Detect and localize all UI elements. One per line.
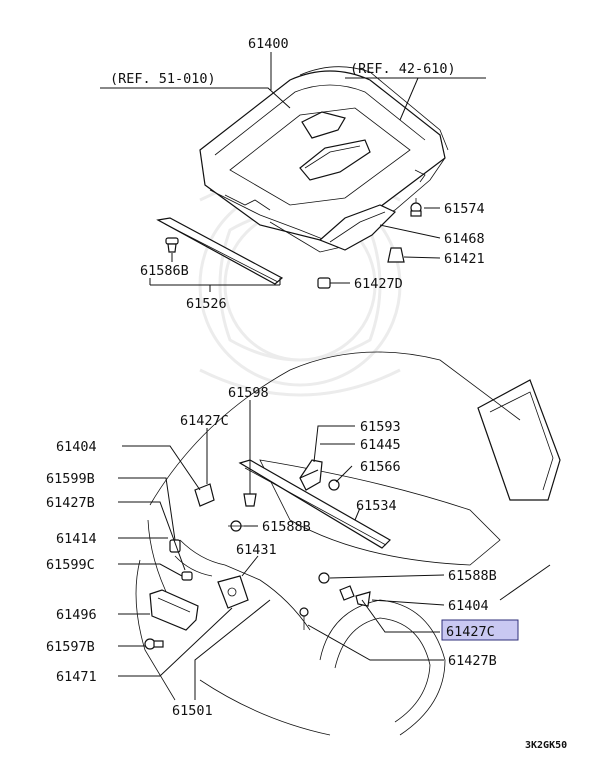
part-label-61427b-left[interactable]: 61427B: [46, 495, 95, 511]
hood-seal-strip: [156, 217, 284, 285]
bumper-rubber-61586b: [165, 237, 179, 253]
part-label-61574[interactable]: 61574: [444, 201, 485, 217]
bolt-61427b-right: [299, 607, 309, 630]
part-label-61526[interactable]: 61526: [186, 296, 227, 312]
latch-bracket-61496: [149, 589, 199, 631]
hood-latch-61431: [217, 575, 249, 609]
labels: (REF. 51-010) (REF. 42-610) 61400 61574 …: [46, 36, 567, 751]
bracket-61445: [299, 469, 319, 479]
part-label-61400[interactable]: 61400: [248, 36, 289, 52]
part-label-61471[interactable]: 61471: [56, 669, 97, 685]
clip-61598: [243, 493, 257, 507]
part-label-61566[interactable]: 61566: [360, 459, 401, 475]
grommet-61588b-right: [318, 572, 330, 584]
part-label-61496[interactable]: 61496: [56, 607, 97, 623]
part-label-61427c-highlight[interactable]: 61427C: [446, 624, 495, 640]
part-label-61445[interactable]: 61445: [360, 437, 401, 453]
highlight-box: [441, 619, 519, 641]
bracket-61593: [299, 459, 323, 491]
clip-61599c: [181, 571, 193, 581]
part-label-61427c-top[interactable]: 61427C: [180, 413, 229, 429]
part-label-61599c[interactable]: 61599C: [46, 557, 95, 573]
part-label-61421[interactable]: 61421: [444, 251, 485, 267]
hood-latch-bar-61534: [238, 459, 391, 549]
ref-label-51-010: (REF. 51-010): [110, 71, 216, 87]
ref-label-42-610: (REF. 42-610): [350, 61, 456, 77]
part-label-61427d[interactable]: 61427D: [354, 276, 403, 292]
hood-cable: [174, 539, 311, 631]
part-label-61414[interactable]: 61414: [56, 531, 97, 547]
part-label-61597b[interactable]: 61597B: [46, 639, 95, 655]
grommet-61588b-mid: [228, 520, 244, 532]
hood-panel: [199, 66, 449, 253]
part-label-61588b-right[interactable]: 61588B: [448, 568, 497, 584]
grommet-61421: [387, 247, 405, 263]
part-label-61404-left[interactable]: 61404: [56, 439, 97, 455]
part-label-61468[interactable]: 61468: [444, 231, 485, 247]
part-label-61593[interactable]: 61593: [360, 419, 401, 435]
leader-lines: [100, 52, 551, 700]
bolt-61566: [328, 479, 340, 491]
diagram-code: 3K2GK50: [525, 740, 567, 751]
part-label-61431[interactable]: 61431: [236, 542, 277, 558]
part-label-61404-right[interactable]: 61404: [448, 598, 489, 614]
part-label-61586b[interactable]: 61586B: [140, 263, 189, 279]
part-label-61599b[interactable]: 61599B: [46, 471, 95, 487]
clip-61404-right: [339, 585, 371, 607]
bolt-61574: [410, 198, 422, 217]
part-label-61501[interactable]: 61501: [172, 703, 213, 719]
part-label-61427b-right[interactable]: 61427B: [448, 653, 497, 669]
part-label-61534[interactable]: 61534: [356, 498, 397, 514]
vehicle-body: [135, 351, 561, 736]
part-label-61598[interactable]: 61598: [228, 385, 269, 401]
part-label-61588b-mid[interactable]: 61588B: [262, 519, 311, 535]
bolt-61597b: [144, 638, 164, 650]
stopper-61427d: [317, 277, 331, 289]
